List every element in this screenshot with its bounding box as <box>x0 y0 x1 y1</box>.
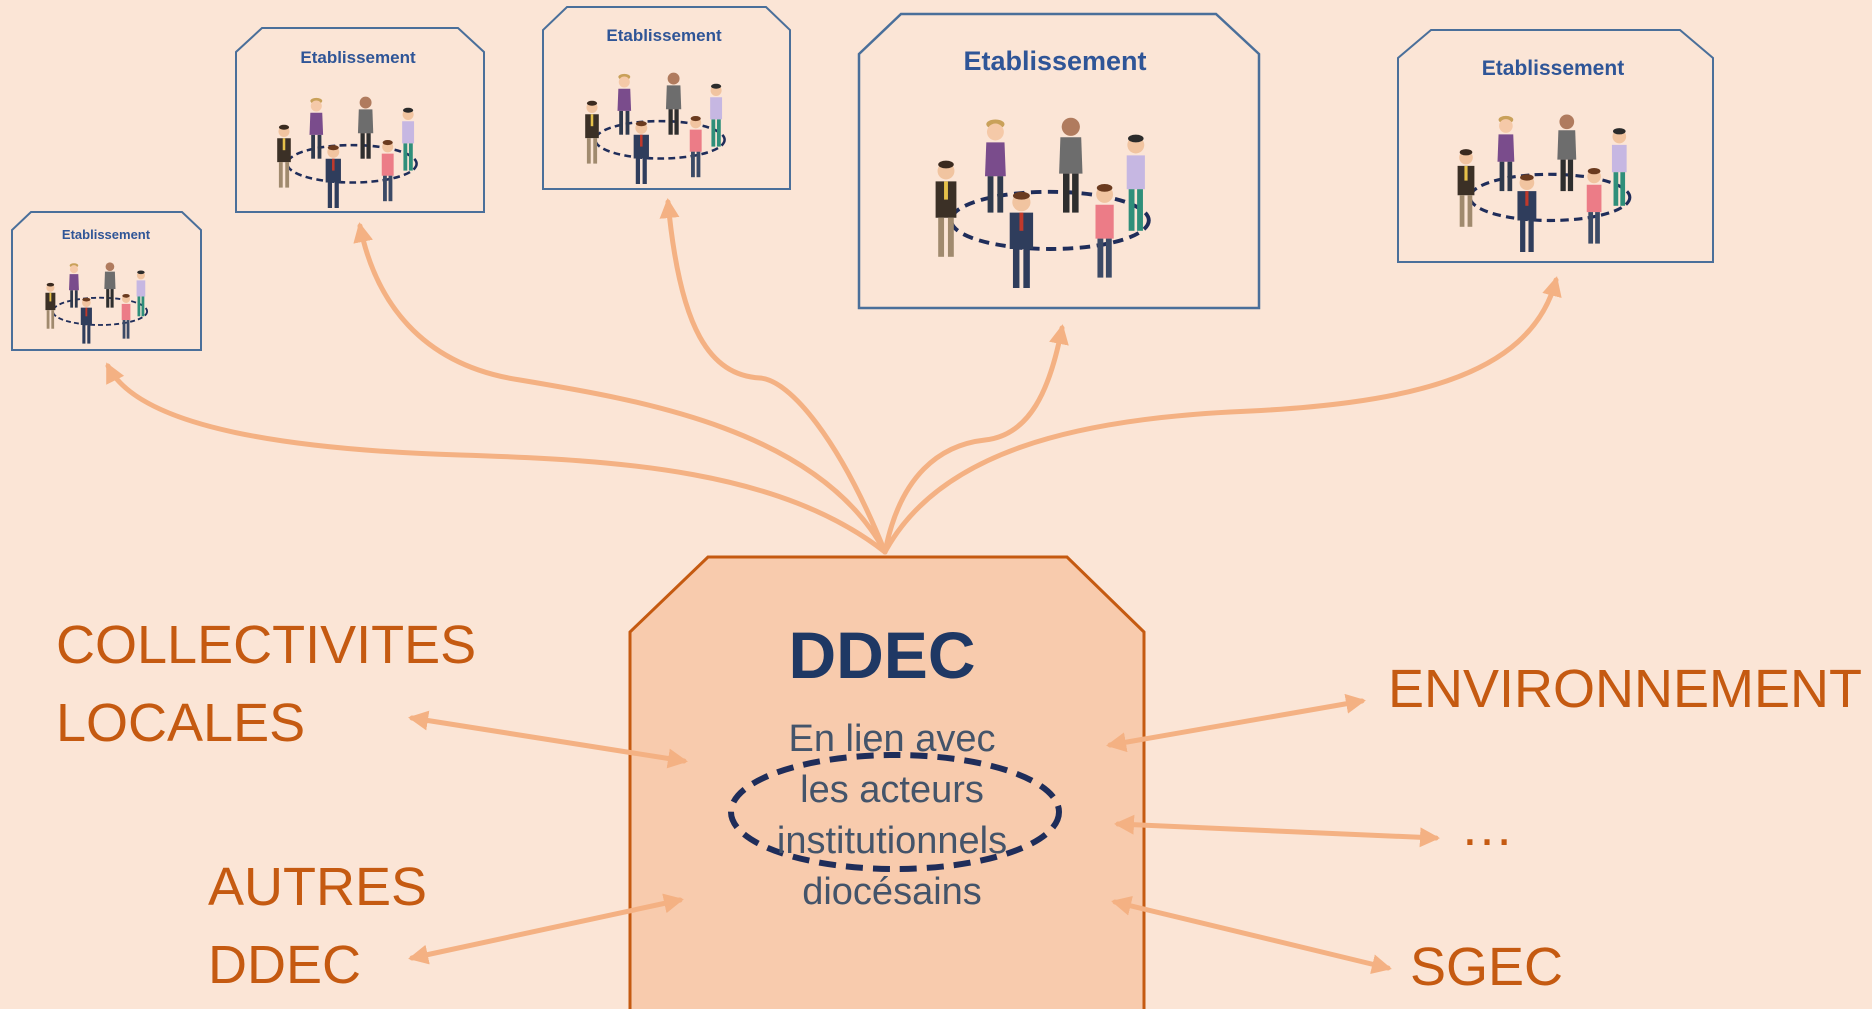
arrow-to-establishment-1 <box>105 362 888 555</box>
arrow-sgec <box>1111 896 1392 974</box>
ddec-subtitle-line-4: diocésains <box>802 871 982 913</box>
label-environnement: ENVIRONNEMENT <box>1388 659 1863 719</box>
ddec-title: DDEC <box>788 618 976 692</box>
arrows-to-establishments <box>105 198 1562 555</box>
establishment-title-4: Etablissement <box>963 46 1146 76</box>
establishment-title-5: Etablissement <box>1482 57 1624 80</box>
establishment-box-2: Etablissement <box>235 27 485 213</box>
label-autres-line-2: DDEC <box>208 935 362 995</box>
label-sgec: SGEC <box>1410 937 1564 997</box>
arrow-collectivites <box>408 710 688 769</box>
label-ellipsis: … <box>1460 797 1514 857</box>
establishment-box-1: Etablissement <box>11 211 202 351</box>
arrow-autres-ddec <box>408 893 684 965</box>
arrow-ellipsis <box>1114 814 1440 848</box>
label-collectivites-line-2: LOCALES <box>56 693 306 753</box>
establishment-box-3: Etablissement <box>542 6 791 190</box>
establishment-title-3: Etablissement <box>606 26 722 45</box>
ddec-subtitle: En lien avec les acteurs institutionnels… <box>630 714 1154 918</box>
establishment-title-2: Etablissement <box>300 48 416 67</box>
label-collectivites-line-1: COLLECTIVITES <box>56 615 477 675</box>
partner-arrows <box>408 693 1440 974</box>
arrow-to-establishment-4 <box>882 324 1069 555</box>
label-collectivites: COLLECTIVITES LOCALES <box>56 606 476 762</box>
arrow-environnement <box>1106 693 1366 753</box>
establishment-box-5: Etablissement <box>1397 29 1714 263</box>
label-autres-ddec: AUTRES DDEC <box>208 848 427 1004</box>
ddec-subtitle-line-2: les acteurs <box>800 769 984 811</box>
ddec-subtitle-line-3: institutionnels <box>776 820 1008 862</box>
label-autres-line-1: AUTRES <box>208 857 428 917</box>
arrow-to-establishment-5 <box>882 276 1562 555</box>
arrow-to-establishment-2 <box>353 222 888 555</box>
establishment-title-1: Etablissement <box>62 227 151 242</box>
establishment-box-4: Etablissement <box>857 12 1261 310</box>
arrow-to-establishment-3 <box>659 198 888 555</box>
ddec-subtitle-line-1: En lien avec <box>788 718 996 760</box>
acteurs-dashed-ellipse <box>728 752 1062 872</box>
